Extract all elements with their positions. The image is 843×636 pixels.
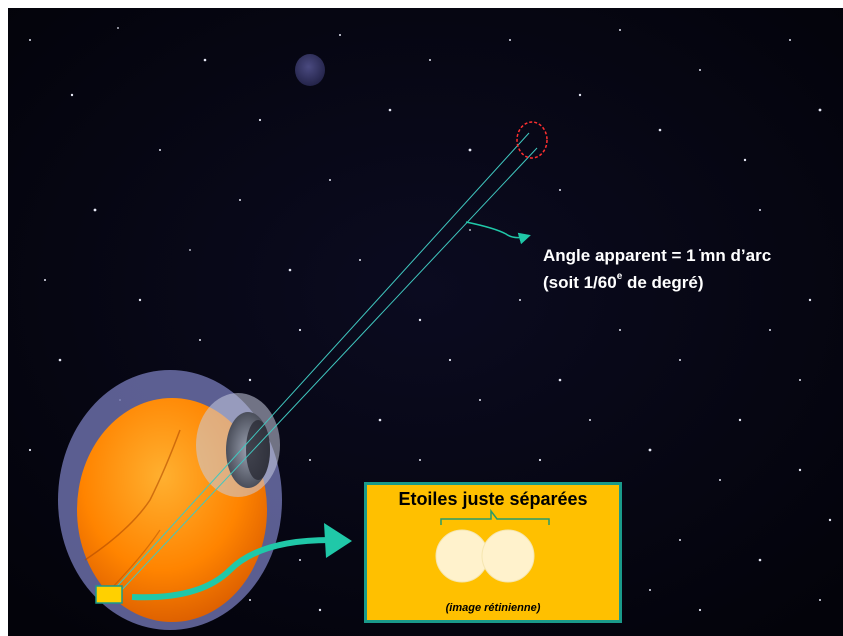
angle-arrow: [465, 221, 531, 245]
inset-arrow-head: [324, 523, 352, 558]
retina-square: [95, 585, 123, 604]
star-disc-right: [481, 529, 535, 583]
inset-arrow: [131, 537, 331, 601]
angle-label-line2-end: de degré): [622, 273, 704, 292]
angle-label-line1: Angle apparent = 1 mn d’arc: [543, 246, 772, 265]
angle-label-line2: (soit 1/60e de degré): [543, 271, 704, 293]
angle-label-superscript: e: [616, 271, 623, 282]
retinal-image-inset: Etoiles juste séparées (image rétinienne…: [364, 482, 622, 623]
moon: [295, 54, 325, 86]
inset-title: Etoiles juste séparées: [398, 489, 588, 509]
eye-cutaway: [58, 370, 282, 630]
inset-drawing: [435, 508, 550, 583]
angle-label-line2-start: (soit 1/60: [543, 273, 617, 292]
inset-caption: (image rétinienne): [445, 602, 541, 614]
separation-bracket: [440, 508, 550, 525]
stars: [28, 27, 832, 612]
star-disc-left: [435, 529, 489, 583]
target-star-circle: [516, 121, 548, 159]
